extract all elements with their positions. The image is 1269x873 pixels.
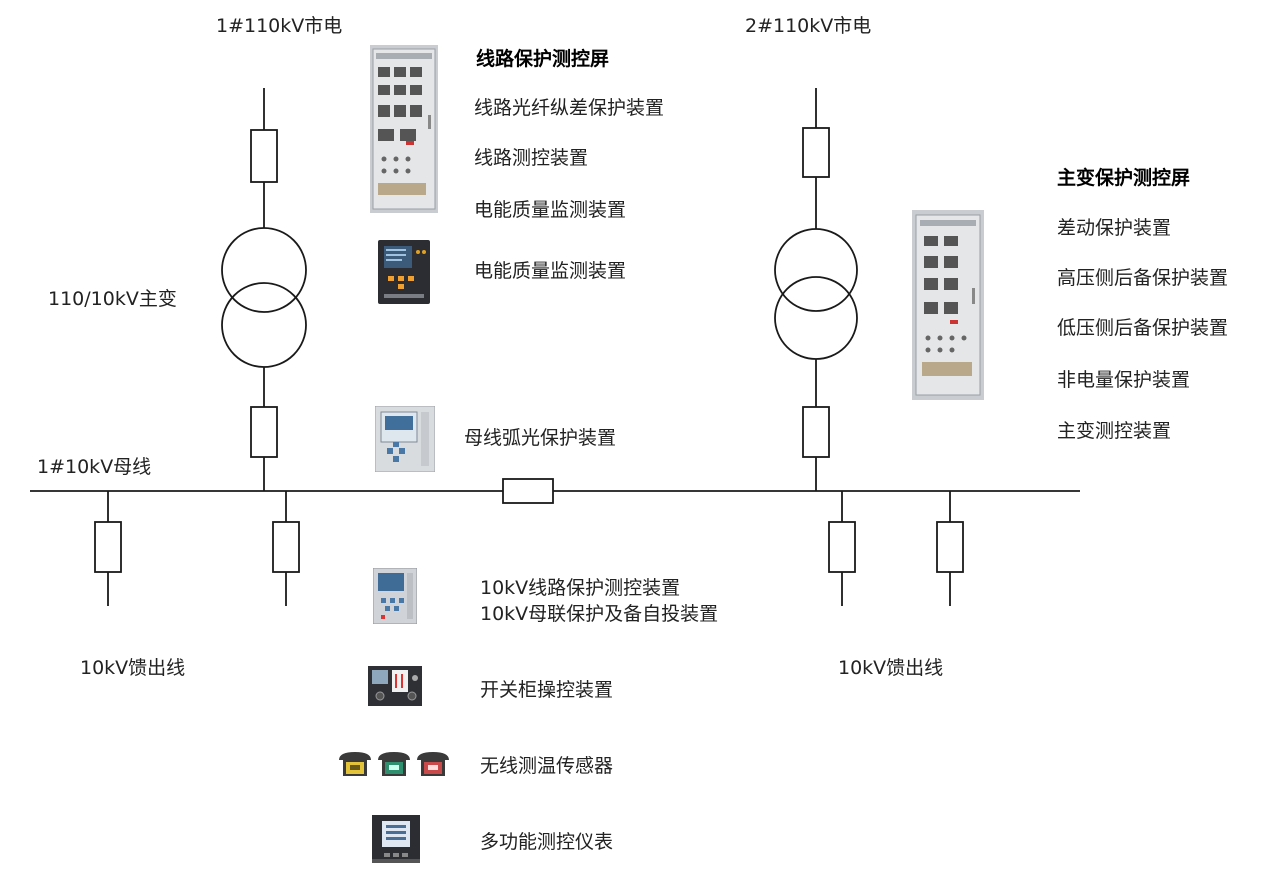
- line-panel-title: 线路保护测控屏: [476, 48, 610, 70]
- transformer-panel-item: 高压侧后备保护装置: [1057, 267, 1229, 289]
- left-transformer-primary-winding: [221, 227, 307, 313]
- line-panel-item: 线路测控装置: [474, 147, 589, 169]
- switchgear-control-label: 开关柜操控装置: [480, 679, 614, 701]
- temp-sensor-yellow-icon: [339, 752, 371, 776]
- left-source-label: 1#110kV市电: [216, 15, 343, 37]
- right-source-label: 2#110kV市电: [745, 15, 872, 37]
- multifunction-meter-image: [372, 815, 420, 863]
- right-feeder-label: 10kV馈出线: [838, 657, 944, 679]
- wireless-temp-sensors-image: [339, 752, 449, 776]
- temp-sensor-green-icon: [378, 752, 410, 776]
- busbar-label: 1#10kV母线: [37, 456, 152, 478]
- temp-sensor-label: 无线测温传感器: [480, 755, 614, 777]
- power-quality-monitor-image: [378, 240, 430, 304]
- line-protection-cabinet-image: [370, 45, 438, 213]
- feeder-branch-4: [936, 491, 964, 606]
- right-lv-breaker: [802, 406, 830, 458]
- transformer-label: 110/10kV主变: [48, 288, 177, 310]
- transformer-panel-item: 主变测控装置: [1057, 420, 1172, 442]
- transformer-panel-item: 低压侧后备保护装置: [1057, 317, 1229, 339]
- bus-arc-protection-device-image: [375, 406, 435, 472]
- bus-tie-breaker: [502, 478, 554, 504]
- temp-sensor-red-icon: [417, 752, 449, 776]
- switchgear-control-device-image: [368, 666, 422, 706]
- transformer-protection-cabinet-image: [912, 210, 984, 400]
- left-feeder-label: 10kV馈出线: [80, 657, 186, 679]
- bus-arc-device-label: 母线弧光保护装置: [464, 427, 617, 449]
- line-panel-item: 电能质量监测装置: [474, 199, 627, 221]
- feeder-branch-1: [94, 491, 122, 606]
- left-transformer-secondary-winding: [221, 282, 307, 368]
- right-transformer-secondary-winding: [774, 276, 858, 360]
- feeder-protection-device-image: [373, 568, 417, 624]
- feeder-branch-2: [272, 491, 300, 606]
- multifunction-meter-label: 多功能测控仪表: [480, 831, 614, 853]
- bus-tie-protection-label: 10kV母联保护及备自投装置: [480, 603, 719, 625]
- right-transformer-primary-winding: [774, 228, 858, 312]
- transformer-panel-item: 非电量保护装置: [1057, 369, 1191, 391]
- pq-device-label: 电能质量监测装置: [474, 260, 627, 282]
- right-incoming-breaker: [802, 127, 830, 178]
- feeder-branch-3: [828, 491, 856, 606]
- transformer-panel-item: 差动保护装置: [1057, 217, 1172, 239]
- transformer-panel-title: 主变保护测控屏: [1057, 167, 1191, 189]
- left-lv-breaker: [250, 406, 278, 458]
- feeder-protection-label: 10kV线路保护测控装置: [480, 577, 681, 599]
- left-incoming-breaker: [250, 129, 278, 183]
- line-panel-item: 线路光纤纵差保护装置: [474, 97, 665, 119]
